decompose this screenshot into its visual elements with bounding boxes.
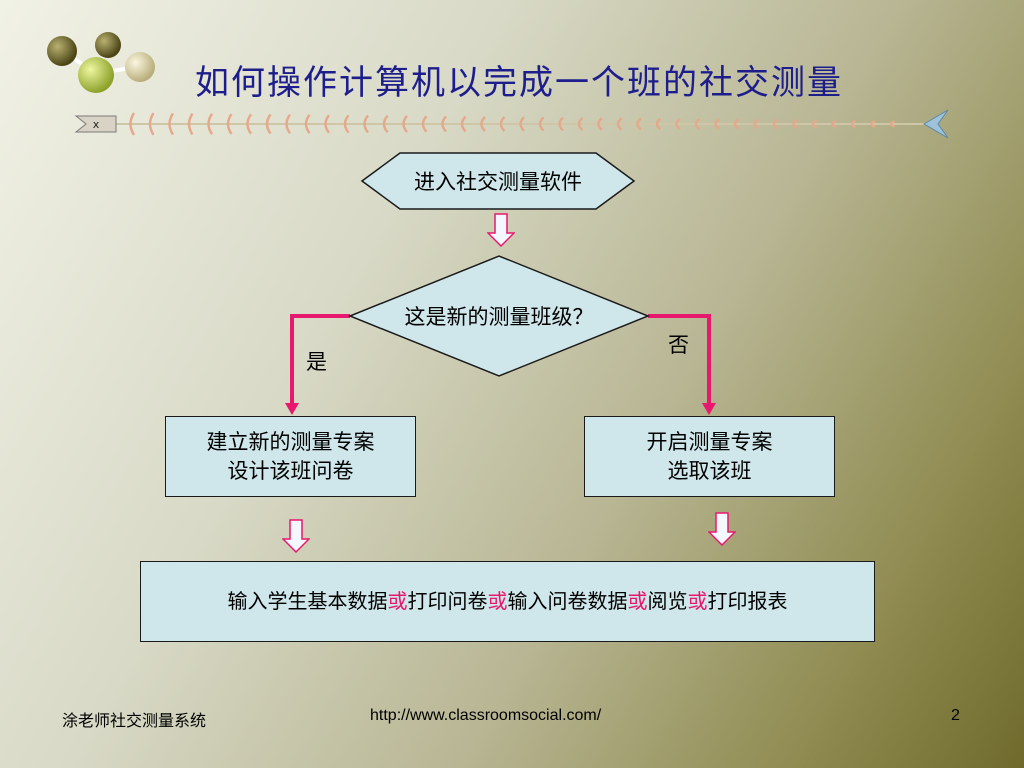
fishbone-rib: [636, 117, 642, 131]
create-project-line2: 设计该班问卷: [227, 458, 354, 483]
fishbone-rib: [441, 115, 447, 133]
svg-text:x: x: [93, 118, 100, 131]
or-text: 或: [627, 589, 648, 613]
fishbone-rib: [148, 112, 155, 136]
fishbone-rib: [558, 116, 564, 132]
fishbone-rib: [870, 119, 876, 129]
start-hexagon-shape: [360, 152, 636, 210]
open-project-line1: 开启测量专案: [646, 429, 773, 454]
fishbone-rib: [694, 118, 701, 130]
open-project-line2: 选取该班: [667, 458, 752, 483]
fishbone-rib: [577, 116, 584, 132]
fishbone-rib: [226, 113, 233, 135]
fishbone-rib: [285, 113, 291, 135]
actions-text: 输入学生基本数据或打印问卷或输入问卷数据或阅览或打印报表: [228, 587, 788, 616]
fishbone-rib: [402, 115, 408, 133]
fishbone-rib: [246, 113, 253, 135]
decision-node-text: 这是新的测量班级？: [404, 305, 594, 329]
or-text: 或: [487, 589, 508, 613]
fishbone-rib: [811, 119, 818, 129]
fishbone-rib: [675, 117, 681, 131]
decision-diamond-shape: [348, 255, 650, 377]
fishbone-rib: [343, 114, 350, 134]
no-label: 否: [668, 333, 689, 357]
fishbone-rib: [129, 112, 136, 136]
fishbone-rib: [889, 120, 895, 128]
fishbone-rib: [714, 118, 720, 130]
fishbone-rib: [538, 116, 545, 132]
fishbone-rib: [733, 118, 740, 130]
down-arrow-icon: [708, 512, 736, 546]
fishbone-rib: [304, 114, 311, 134]
fishbone-rib: [792, 119, 798, 129]
fishbone-rib: [655, 117, 662, 131]
action-print-report: 打印报表: [707, 589, 788, 613]
fishbone-rib: [753, 118, 759, 130]
fishbone-rib: [772, 118, 779, 130]
fishbone-rib: [421, 115, 428, 133]
or-text: 或: [387, 589, 408, 613]
action-enter-basic-data: 输入学生基本数据: [227, 589, 388, 613]
action-browse: 阅览: [647, 589, 688, 613]
fishbone-rib: [616, 117, 623, 131]
create-project-box: 建立新的测量专案 设计该班问卷: [165, 416, 416, 497]
fishbone-rib: [382, 114, 389, 134]
fishbone-rib: [499, 116, 506, 132]
down-arrow-icon: [487, 213, 515, 247]
fishbone-rib: [324, 114, 330, 134]
yes-label: 是: [306, 350, 327, 374]
create-project-line1: 建立新的测量专案: [206, 429, 375, 454]
action-print-questionnaire: 打印问卷: [407, 589, 488, 613]
fishbone-divider-icon: x: [74, 109, 949, 139]
down-arrow-icon: [282, 519, 310, 553]
fishbone-rib: [597, 117, 603, 131]
fishbone-rib: [207, 113, 214, 135]
fishbone-rib: [265, 113, 272, 135]
molecule-logo-icon: [47, 32, 155, 93]
footer-url[interactable]: http://www.classroomsocial.com/: [370, 707, 602, 724]
open-project-box: 开启测量专案 选取该班: [584, 416, 835, 497]
start-node-text: 进入社交测量软件: [414, 170, 582, 194]
slide-title: 如何操作计算机以完成一个班的社交测量: [195, 63, 843, 103]
fishbone-rib: [480, 115, 486, 133]
fishbone-rib: [519, 116, 525, 132]
page-number: 2: [951, 707, 960, 724]
fishbone-rib: [460, 115, 467, 133]
fishbone-rib: [831, 119, 837, 129]
action-enter-questionnaire-data: 输入问卷数据: [507, 589, 628, 613]
or-text: 或: [687, 589, 708, 613]
fishbone-rib: [168, 112, 175, 136]
fishbone-rib: [850, 119, 857, 129]
actions-box: 输入学生基本数据或打印问卷或输入问卷数据或阅览或打印报表: [140, 561, 875, 642]
fishbone-rib: [363, 114, 369, 134]
footer-author: 涂老师社交测量系统: [62, 711, 207, 730]
fishbone-rib: [187, 112, 194, 136]
